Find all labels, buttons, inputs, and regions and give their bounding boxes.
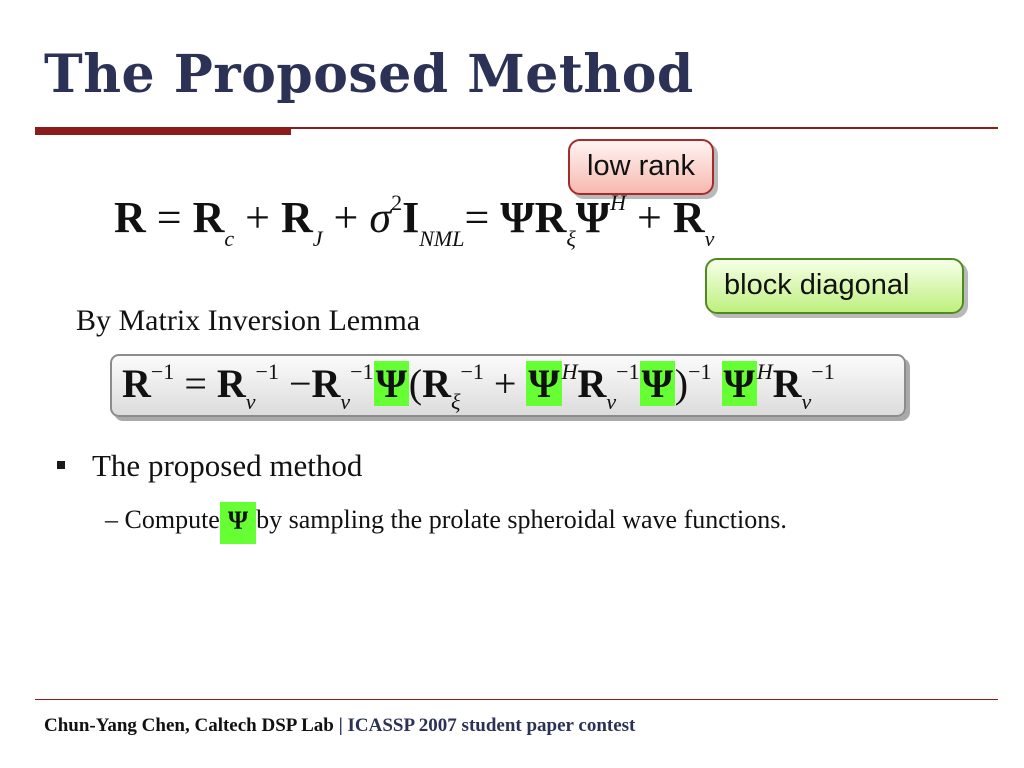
superscript-inverse: −1 [150, 359, 175, 384]
footer-separator: | [338, 715, 343, 736]
highlighted-Psi: Ψ [526, 361, 562, 406]
block-diagonal-callout: block diagonal [705, 258, 964, 314]
symbol-R: R [114, 193, 146, 242]
title-divider [35, 127, 998, 129]
superscript-inverse: −1 [460, 359, 484, 384]
symbol-Rc: R [192, 193, 225, 242]
subscript-v: v [245, 389, 256, 414]
plus-sign: + [493, 361, 517, 406]
highlighted-Psi-chip: Ψ [219, 502, 257, 544]
superscript-inverse: −1 [616, 359, 640, 384]
inverse-equation: R−1 = Rv−1 −Rv−1Ψ(Rξ−1 + ΨHRv−1Ψ)−1 ΨHRv… [122, 359, 835, 414]
bullet-level1: The proposed method [92, 448, 363, 483]
equals-sign: = [156, 193, 182, 242]
symbol-Rv: R [216, 361, 246, 406]
subscript-J: J [312, 226, 323, 251]
slide-title: The Proposed Method [44, 44, 694, 105]
superscript-2: 2 [391, 190, 403, 215]
symbol-R: R [122, 361, 151, 406]
subscript-NML: NML [419, 226, 465, 251]
subscript-v: v [801, 389, 812, 414]
symbol-Rv: R [311, 361, 341, 406]
footer-author: Chun-Yang Chen, Caltech DSP Lab [44, 715, 334, 736]
symbol-Rv: R [672, 193, 705, 242]
low-rank-callout: low rank [568, 139, 714, 195]
bullet-level2-post: by sampling the prolate spheroidal wave … [256, 505, 787, 534]
subscript-xi: ξ [566, 226, 576, 251]
left-paren: ( [408, 361, 423, 406]
footer-conference: ICASSP 2007 student paper contest [347, 715, 636, 736]
subscript-v: v [606, 389, 617, 414]
equals-sign: = [184, 361, 207, 406]
superscript-inverse: −1 [255, 359, 279, 384]
symbol-RJ: R [280, 193, 313, 242]
symbol-Rv: R [772, 361, 802, 406]
subscript-v: v [704, 226, 715, 251]
symbol-Rxi: R [534, 193, 567, 242]
symbol-Psi: Ψ [500, 193, 535, 242]
superscript-H: H [610, 190, 626, 215]
superscript-H: H [756, 359, 773, 384]
highlighted-Psi: Ψ [639, 361, 675, 406]
minus-sign: − [288, 361, 312, 406]
lemma-label: By Matrix Inversion Lemma [76, 304, 421, 337]
title-accent-bar [35, 128, 291, 135]
plus-sign: + [636, 193, 662, 242]
right-paren: ) [674, 361, 689, 406]
superscript-inverse: −1 [688, 359, 712, 384]
covariance-equation: R = Rc + RJ + σ2INML= ΨRξΨH + Rv [114, 190, 714, 251]
plus-sign: + [245, 193, 270, 242]
superscript-H: H [561, 359, 578, 384]
dash-marker: – [105, 505, 118, 534]
plus-sign: + [333, 193, 359, 242]
footer: Chun-Yang Chen, Caltech DSP Lab | ICASSP… [44, 715, 635, 737]
highlighted-Psi: Ψ [721, 361, 757, 406]
highlighted-Psi: Ψ [373, 361, 409, 406]
bullet-level2-pre: Compute [124, 505, 220, 534]
subscript-c: c [224, 226, 235, 251]
symbol-Rv: R [577, 361, 607, 406]
symbol-Rxi: R [422, 361, 452, 406]
superscript-inverse: −1 [350, 359, 374, 384]
symbol-Psi: Ψ [575, 193, 611, 242]
symbol-sigma: σ [369, 193, 392, 242]
bullet-square-icon [57, 461, 65, 469]
equals-sign: = [464, 193, 490, 242]
symbol-identity: I [402, 193, 420, 242]
subscript-v: v [340, 389, 351, 414]
footer-divider [35, 699, 998, 700]
inverse-equation-box [110, 354, 906, 417]
superscript-inverse: −1 [811, 359, 835, 384]
subscript-xi: ξ [451, 389, 461, 414]
